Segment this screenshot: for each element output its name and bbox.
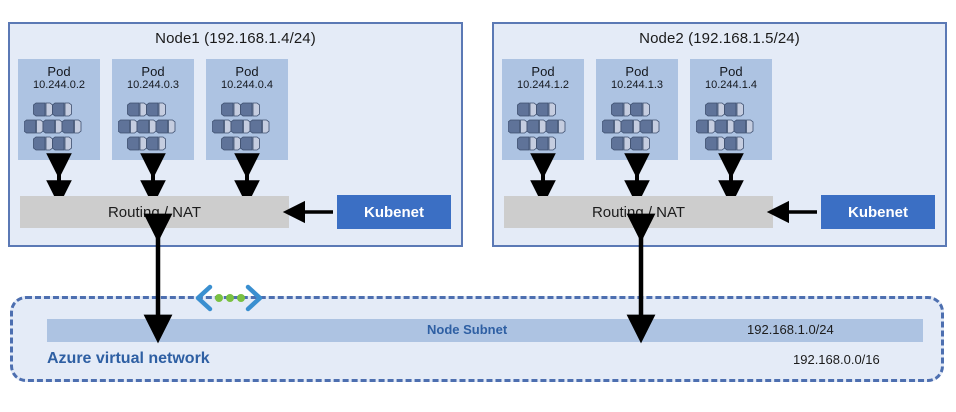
pod-box-2-3: Pod 10.244.1.4: [690, 59, 772, 160]
pod-label: Pod: [235, 64, 259, 79]
pod-cluster-icon: [212, 102, 270, 151]
routing-nat-label: Routing / NAT: [591, 203, 686, 221]
pod-box-1-3: Pod 10.244.0.4: [206, 59, 288, 160]
pod-label: Pod: [719, 64, 743, 79]
kubenet-arrow-2: [766, 200, 817, 224]
pod-routing-arrows-1: [46, 153, 260, 206]
pod-box-2-1: Pod 10.244.1.2: [502, 59, 584, 160]
pod-box-1-1: Pod 10.244.0.2: [18, 59, 100, 160]
node-subnet-bar: [47, 319, 923, 342]
pod-box-2-2: Pod 10.244.1.3: [596, 59, 678, 160]
node-subnet-label: Node Subnet: [427, 322, 508, 337]
pod-label: Pod: [47, 64, 71, 79]
pod-cluster-icon: [602, 102, 660, 151]
kubenet-label: Kubenet: [848, 203, 908, 221]
routing-nat-label: Routing / NAT: [107, 203, 202, 221]
node-title-1: Node1 (192.168.1.4/24): [155, 30, 316, 47]
pod-ip: 10.244.1.3: [611, 79, 663, 91]
chevron-dots-icon: [195, 284, 263, 312]
node-box-2: Node2 (192.168.1.5/24) Pod 10.244.1.2 Po…: [492, 22, 947, 247]
kubenet-box-2: Kubenet: [821, 195, 935, 229]
pod-ip: 10.244.1.2: [517, 79, 569, 91]
pod-ip: 10.244.0.4: [221, 79, 273, 91]
kubenet-box-1: Kubenet: [337, 195, 451, 229]
pod-label: Pod: [141, 64, 165, 79]
node-title-2: Node2 (192.168.1.5/24): [639, 30, 800, 47]
pod-label: Pod: [531, 64, 555, 79]
kubenet-label: Kubenet: [364, 203, 424, 221]
pod-cluster-icon: [24, 102, 82, 151]
vnet-cidr: 192.168.0.0/16: [793, 352, 880, 367]
pod-cluster-icon: [118, 102, 176, 151]
node-subnet-cidr: 192.168.1.0/24: [747, 322, 834, 337]
pod-ip: 10.244.1.4: [705, 79, 757, 91]
pod-cluster-icon: [696, 102, 754, 151]
kubenet-arrow-1: [282, 200, 333, 224]
pod-ip: 10.244.0.3: [127, 79, 179, 91]
pod-label: Pod: [625, 64, 649, 79]
pod-cluster-icon: [508, 102, 566, 151]
vnet-title: Azure virtual network: [47, 350, 210, 367]
pod-box-1-2: Pod 10.244.0.3: [112, 59, 194, 160]
pod-ip: 10.244.0.2: [33, 79, 85, 91]
pod-routing-arrows-2: [530, 153, 744, 206]
